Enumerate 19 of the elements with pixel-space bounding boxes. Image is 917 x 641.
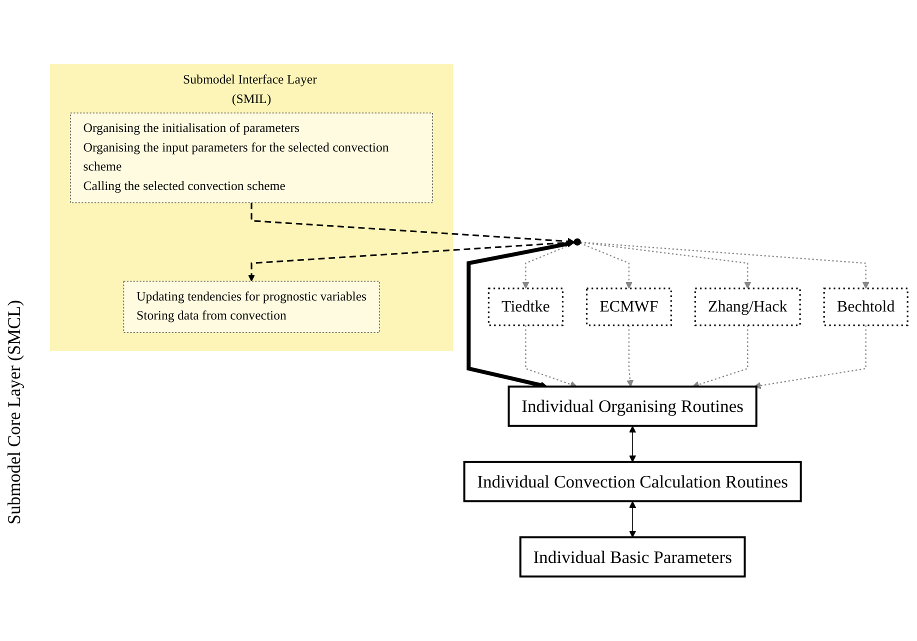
arrow [753, 325, 866, 390]
arrow [626, 325, 634, 387]
node-box: Individual Organising Routines [507, 386, 757, 427]
node-circle [573, 238, 580, 246]
arrow [522, 242, 574, 289]
node-box: Updating tendencies for prognostic variables Storing data from convection [122, 280, 380, 333]
arrow [250, 202, 574, 245]
arrow [580, 242, 632, 289]
arrow [628, 426, 636, 462]
node-box: Organising the initialisation of parameters Organising the input parameters for the selected convection scheme Calling the selected convection scheme [70, 112, 432, 204]
arrow [580, 242, 869, 289]
arrow [248, 241, 574, 282]
arrow [524, 325, 577, 388]
arrow [580, 242, 751, 289]
node-box: Individual Convection Calculation Routines [462, 460, 802, 502]
node-box: Individual Basic Parameters [518, 536, 746, 578]
layer-label: Submodel Core Layer (SMCL) [4, 300, 25, 524]
arrow [628, 501, 636, 538]
arrow [692, 325, 748, 388]
